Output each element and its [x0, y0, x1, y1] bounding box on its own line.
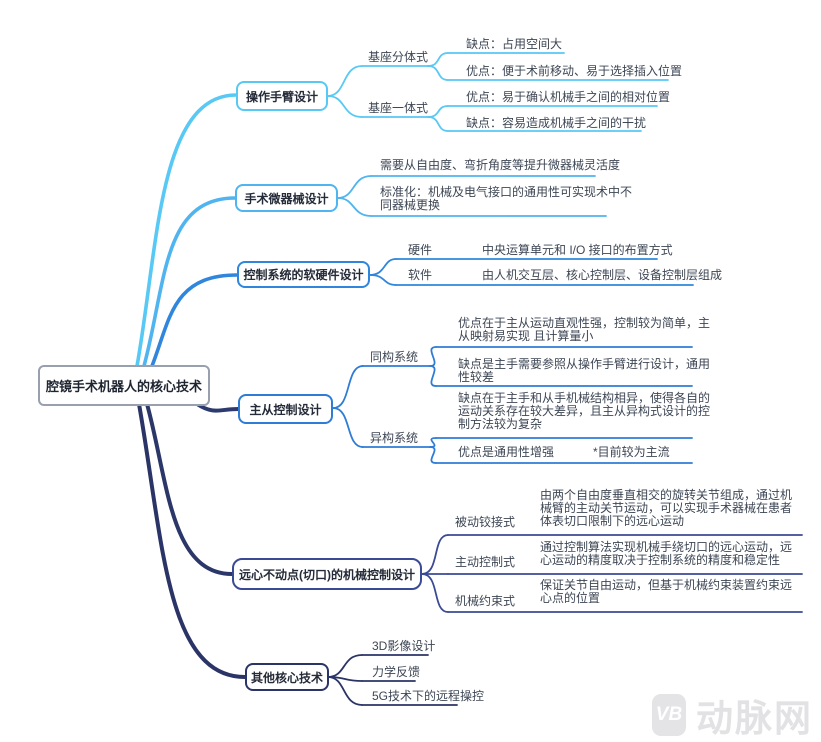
branch-node-control-system[interactable]: 控制系统的软硬件设计	[237, 261, 370, 288]
watermark-text: 动脉网	[696, 698, 813, 739]
b1-g2-brace-top	[427, 105, 449, 118]
branch-node-rcm-control[interactable]: 远心不动点(切口)的机械控制设计	[232, 558, 422, 590]
b4-brace-top	[332, 365, 364, 409]
branch-title: 主从控制设计	[249, 402, 322, 417]
branch-node-other-tech[interactable]: 其他核心技术	[245, 663, 329, 691]
b5-brace-top	[421, 534, 449, 575]
branch-node-arm-design[interactable]: 操作手臂设计	[236, 81, 328, 111]
b3-brace-bottom	[369, 274, 397, 286]
leaf-5g-remote[interactable]: 5G技术下的远程操控	[372, 689, 485, 703]
branch-title: 远心不动点(切口)的机械控制设计	[239, 567, 415, 582]
branch-node-micro-instrument[interactable]: 手术微器械设计	[235, 184, 338, 212]
leaf-heterogeneous-con[interactable]: 缺点在于主手和从手机械结构相异，使得各自的运动关系存在较大差异，且主从异构式设计…	[458, 391, 711, 431]
leaf-base-split-con[interactable]: 缺点：占用空间大	[466, 37, 563, 51]
leaf-base-integrated-con[interactable]: 缺点：容易造成机械手之间的干扰	[466, 116, 647, 130]
leaf-force-feedback[interactable]: 力学反馈	[372, 665, 421, 679]
branch-title: 手术微器械设计	[244, 191, 329, 206]
root-title: 腔镜手术机器人的核心技术	[45, 379, 202, 394]
leaf-passive-hinge-detail[interactable]: 由两个自由度垂直相交的旋转关节组成，通过机械臂的主动关节运动，可以实现手术器械在…	[540, 488, 793, 528]
b1-brace-bottom	[327, 95, 363, 118]
b4-brace-bottom	[332, 407, 364, 448]
subtopic-software[interactable]: 软件	[408, 268, 433, 282]
subtopic-active-control[interactable]: 主动控制式	[455, 555, 516, 569]
leaf-dexterity[interactable]: 需要从自由度、弯折角度等提升微器械灵活度	[380, 158, 621, 172]
subtopic-homogeneous[interactable]: 同构系统	[370, 350, 419, 364]
b1-g1-brace-top	[427, 52, 449, 67]
leaf-software-detail[interactable]: 由人机交互层、核心控制层、设备控制层组成	[482, 268, 723, 282]
watermark: VB 动脉网	[652, 688, 813, 742]
b3-brace-top	[369, 258, 397, 276]
subtopic-base-split[interactable]: 基座分体式	[368, 50, 429, 64]
branch3-curve	[150, 273, 239, 368]
vb-logo-icon: VB	[652, 694, 686, 736]
b2-brace-top	[337, 175, 372, 199]
root-node[interactable]: 腔镜手术机器人的核心技术	[38, 365, 210, 406]
branch1-curve	[135, 93, 238, 368]
branch-node-master-slave[interactable]: 主从控制设计	[238, 394, 333, 424]
subtopic-heterogeneous[interactable]: 异构系统	[370, 431, 419, 445]
b4-g2-brace-bottom	[429, 446, 437, 464]
b1-brace-top	[327, 65, 363, 97]
branch-title: 操作手臂设计	[245, 89, 318, 104]
branch4-curve	[195, 402, 240, 413]
leaf-standardization[interactable]: 标准化：机械及电气接口的通用性可实现术中不同器械更换	[380, 185, 633, 212]
b6-brace-bottom	[327, 676, 363, 706]
branch6-curve	[137, 402, 247, 679]
b4-g2-brace-top	[429, 437, 437, 448]
b5-brace-bottom	[421, 573, 449, 613]
b1-g2-brace-bottom	[427, 116, 449, 132]
b1-g1-brace-bottom	[427, 65, 449, 81]
b4-g1-brace-bottom	[429, 365, 437, 387]
b4-g1-brace-top	[429, 346, 437, 367]
leaf-hardware-detail[interactable]: 中央运算单元和 I/O 接口的布置方式	[482, 243, 673, 257]
leaf-homogeneous-con[interactable]: 缺点是主手需要参照从操作手臂进行设计，通用性较差	[458, 357, 711, 384]
subtopic-hardware[interactable]: 硬件	[408, 243, 433, 257]
subtopic-base-integrated[interactable]: 基座一体式	[368, 101, 429, 115]
leaf-active-control-detail[interactable]: 通过控制算法实现机械手绕切口的远心运动，远心运动的精度取决于控制系统的精度和稳定…	[540, 540, 793, 567]
leaf-base-split-pro[interactable]: 优点：便于术前移动、易于选择插入位置	[466, 64, 683, 78]
branch-title: 其他核心技术	[250, 670, 323, 685]
branch5-curve	[145, 402, 234, 576]
leaf-heterogeneous-pro[interactable]: 优点是通用性增强	[458, 445, 555, 459]
subtopic-mechanical-constraint[interactable]: 机械约束式	[455, 594, 516, 608]
leaf-heterogeneous-note[interactable]: *目前较为主流	[593, 445, 670, 459]
b2-brace-bottom	[337, 197, 372, 217]
leaf-homogeneous-pro[interactable]: 优点在于主从运动直观性强，控制较为简单，主从映射易实现 且计算量小	[458, 316, 711, 343]
subtopic-passive-hinge[interactable]: 被动铰接式	[455, 515, 516, 529]
b6-brace-top	[327, 654, 363, 678]
leaf-mechanical-constraint-detail[interactable]: 保证关节自由运动，但基于机械约束装置约束远心点的位置	[540, 578, 793, 605]
branch2-curve	[142, 196, 237, 368]
leaf-base-integrated-pro[interactable]: 优点：易于确认机械手之间的相对位置	[466, 90, 671, 104]
leaf-3d-imaging[interactable]: 3D影像设计	[372, 639, 436, 653]
branch-title: 控制系统的软硬件设计	[243, 268, 364, 282]
